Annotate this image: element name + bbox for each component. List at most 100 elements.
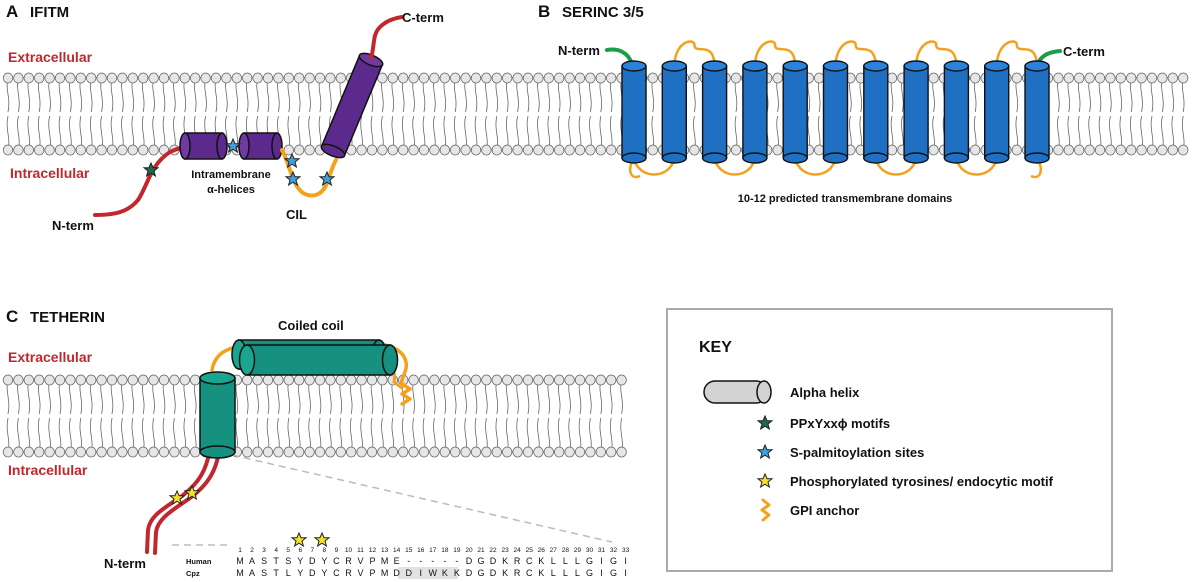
seq-position-number: 7 [310, 547, 314, 554]
membrane-tetherin [2, 374, 627, 458]
cpz-insertion-highlight [398, 567, 458, 579]
serinc-extracellular-loop [995, 40, 1039, 65]
seq-residue: - [431, 556, 434, 566]
seq-residue: G [610, 568, 617, 578]
panel-c-extracellular-label: Extracellular [8, 349, 93, 365]
seq-residue: W [429, 568, 438, 578]
serinc-c-term-label: C-term [1063, 44, 1105, 59]
seq-residue: I [624, 568, 627, 578]
seq-residue: K [502, 568, 508, 578]
seq-residue: C [526, 568, 533, 578]
seq-residue: D [405, 568, 412, 578]
panel-a: A IFITM Extracellular Intracellular [6, 2, 444, 233]
seq-residue: L [551, 556, 556, 566]
seq-position-number: 6 [298, 547, 302, 554]
seq-residue: V [357, 556, 363, 566]
seq-residue: R [345, 556, 352, 566]
seq-residue: D [309, 568, 316, 578]
seq-residue: L [575, 568, 580, 578]
panel-a-letter: A [6, 2, 18, 21]
seq-residue: - [419, 556, 422, 566]
seq-residue: S [261, 568, 267, 578]
seq-residue: L [563, 556, 568, 566]
seq-residue: - [407, 556, 410, 566]
seq-residue: D [309, 556, 316, 566]
seq-residue: G [477, 568, 484, 578]
seq-position-number: 13 [381, 547, 389, 554]
seq-position-number: 5 [286, 547, 290, 554]
seq-position-number: 28 [562, 547, 570, 554]
serinc-extracellular-loop [914, 40, 958, 65]
serinc-transmembrane-helices [621, 60, 1050, 164]
ifitm-n-terminus [93, 145, 190, 217]
ifitm-n-term-label: N-term [52, 218, 94, 233]
seq-residue: D [490, 556, 497, 566]
serinc-helix-3 [701, 60, 728, 164]
seq-position-number: 16 [417, 547, 425, 554]
seq-position-number: 26 [538, 547, 546, 554]
seq-position-number: 14 [393, 547, 401, 554]
seq-residue: - [443, 556, 446, 566]
key-gpi-anchor-symbol [760, 498, 771, 522]
panel-a-title: IFITM [30, 4, 69, 21]
panel-c-title: TETHERIN [30, 309, 105, 326]
key-label-gpi: GPI anchor [790, 503, 859, 518]
serinc-extracellular-loop [834, 40, 878, 65]
seq-residue: R [514, 568, 521, 578]
serinc-helix-6 [822, 60, 849, 164]
seq-residue: C [333, 568, 340, 578]
seq-residue: A [249, 556, 255, 566]
seq-position-number: 27 [550, 547, 558, 554]
key-alpha-helix-symbol [703, 380, 772, 404]
seq-position-number: 18 [441, 547, 449, 554]
seq-position-number: 29 [574, 547, 582, 554]
seq-position-number: 11 [357, 547, 364, 554]
key-label-phospho: Phosphorylated tyrosines/ endocytic moti… [790, 474, 1054, 489]
seq-residue: P [370, 568, 376, 578]
tetherin-coiled-coil-helix-front [238, 344, 399, 376]
seq-position-number: 9 [335, 547, 339, 554]
seq-residue: M [236, 556, 244, 566]
serinc-caption: 10-12 predicted transmembrane domains [738, 193, 953, 205]
seq-residue: K [538, 568, 544, 578]
key-label-palmitoylation: S-palmitoylation sites [790, 445, 924, 460]
seq-residue: I [419, 568, 422, 578]
seq-position-number: 32 [610, 547, 618, 554]
serinc-helix-8 [903, 60, 929, 164]
panel-a-extracellular-label: Extracellular [8, 49, 93, 65]
seq-residue: M [236, 568, 244, 578]
seq-residue: S [285, 556, 291, 566]
ifitm-intramembrane-helix-2 [238, 132, 283, 160]
seq-residue: T [273, 568, 279, 578]
seq-residue: R [345, 568, 352, 578]
coiled-coil-label: Coiled coil [278, 318, 344, 333]
seq-residue: - [455, 556, 458, 566]
seq-residue: Y [297, 556, 303, 566]
seq-residue: C [526, 556, 533, 566]
panel-c-letter: C [6, 307, 18, 326]
tetherin-n-term-label: N-term [104, 556, 146, 571]
seq-position-number: 24 [514, 547, 522, 554]
seq-position-number: 22 [489, 547, 497, 554]
tetherin-n-terminus-2 [153, 450, 221, 555]
seq-position-number: 8 [323, 547, 327, 554]
key-box: KEY Alpha helix PPxYxxϕ motifs S-palmito… [666, 308, 1113, 572]
seq-residue: A [249, 568, 255, 578]
seq-position-number: 33 [622, 547, 630, 554]
seq-residue: P [370, 556, 376, 566]
key-title: KEY [699, 339, 732, 356]
seq-position-number: 20 [465, 547, 473, 554]
seq-residue: I [624, 556, 627, 566]
serinc-n-term-label: N-term [558, 43, 600, 58]
seq-position-number: 19 [453, 547, 461, 554]
seq-position-number: 15 [405, 547, 413, 554]
seq-position-number: 2 [250, 547, 254, 554]
serinc-helix-7 [863, 60, 889, 164]
seq-residue: G [477, 556, 484, 566]
tetherin-transmembrane-helix [199, 371, 236, 459]
seq-position-number: 23 [501, 547, 509, 554]
serinc-helix-1 [621, 60, 647, 164]
